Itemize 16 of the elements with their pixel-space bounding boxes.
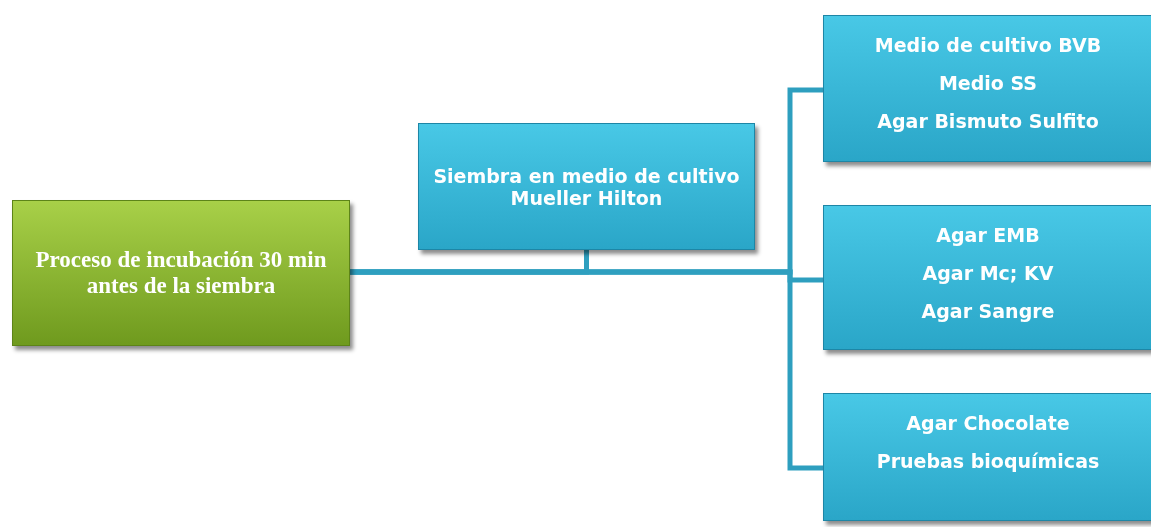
box-text: Agar Sangre	[921, 300, 1055, 322]
box-text: Agar Chocolate	[906, 412, 1070, 434]
box-text: Proceso de incubación 30 min antes de la siembra	[35, 246, 327, 300]
process-box	[823, 205, 1151, 350]
box-text: Siembra en medio de cultivo Mueller Hilton	[432, 164, 741, 209]
box-text: Medio SS	[938, 72, 1038, 94]
process-box	[823, 15, 1151, 162]
process-box	[418, 123, 755, 250]
box-text: Agar Mc; KV	[922, 262, 1054, 284]
process-box	[823, 393, 1151, 521]
connector-line	[350, 269, 823, 471]
box-text: Medio de cultivo BVB	[874, 34, 1102, 56]
box-text: Pruebas bioquímicas	[876, 450, 1100, 472]
box-text: Agar EMB	[936, 224, 1040, 246]
start-box	[12, 200, 350, 346]
box-text: Agar Bismuto Sulfito	[877, 110, 1099, 132]
